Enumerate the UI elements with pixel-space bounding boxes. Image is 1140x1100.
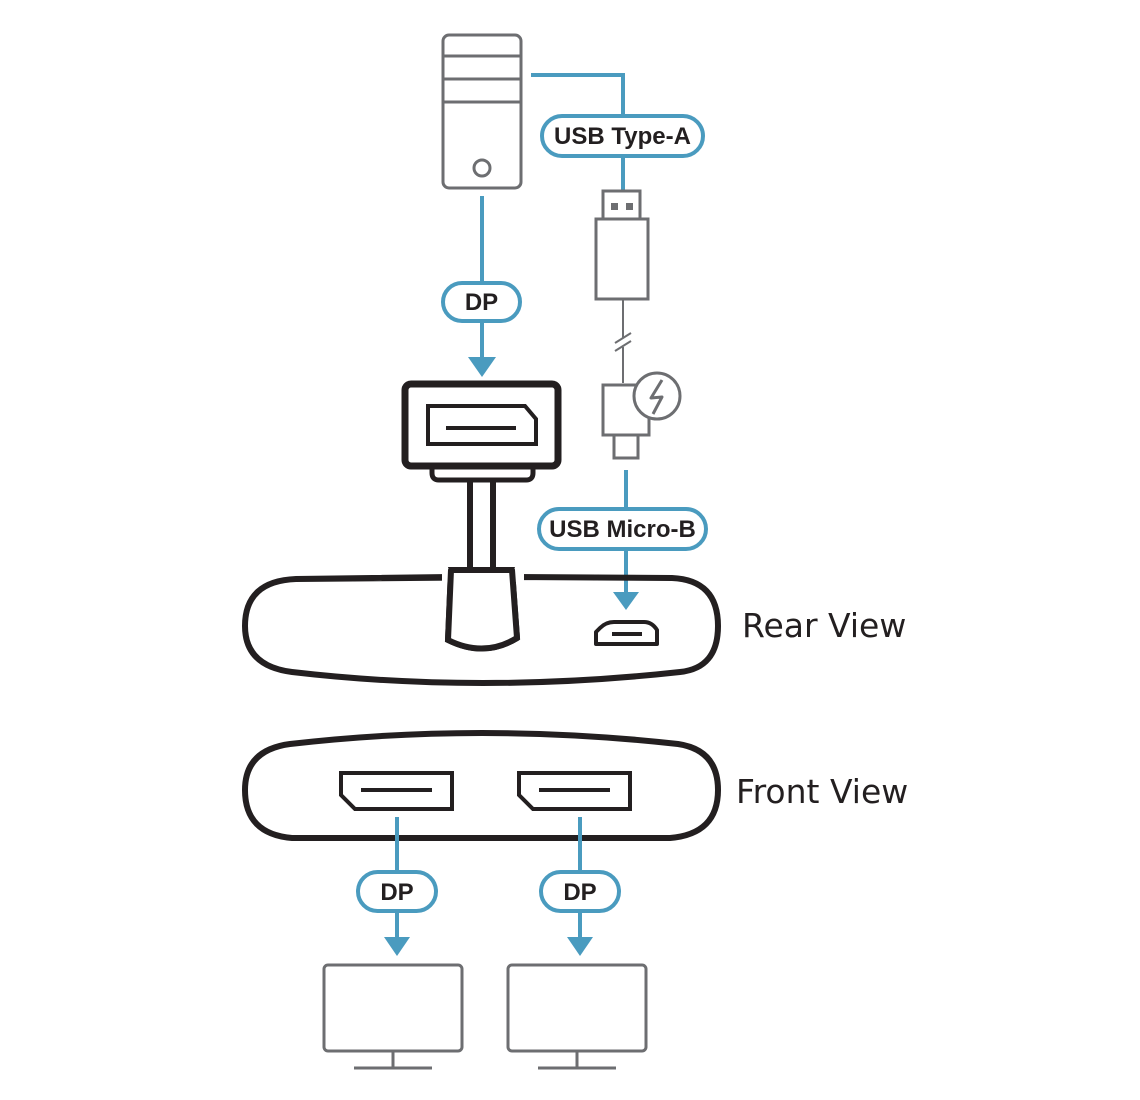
desktop-tower-icon <box>441 33 523 190</box>
dp-out-right-label: DP <box>539 870 621 913</box>
usb-type-a-label: USB Type-A <box>540 114 705 158</box>
dp-source-arrow-icon <box>468 357 496 377</box>
dp-out-right-arrow-icon <box>567 937 593 956</box>
displayport-port-left-icon <box>339 771 454 811</box>
front-view-device-body <box>242 730 721 841</box>
micro-usb-port-icon <box>594 620 659 646</box>
rear-view-device-body <box>242 574 721 686</box>
dp-out-right-text: DP <box>563 879 596 906</box>
cable-break-marks <box>614 299 632 383</box>
power-bolt-icon <box>632 371 682 421</box>
dp-source-label: DP <box>441 281 522 323</box>
usb-type-a-text: USB Type-A <box>554 123 691 150</box>
usb-a-cable-line <box>531 73 625 118</box>
dp-out-left-text: DP <box>380 879 413 906</box>
displayport-port-right-icon <box>517 771 632 811</box>
usb-type-a-plug-icon <box>594 189 650 301</box>
dp-source-text: DP <box>465 289 498 316</box>
rear-view-label: Rear View <box>742 606 906 645</box>
usb-micro-b-text: USB Micro-B <box>549 516 696 543</box>
usb-micro-b-label: USB Micro-B <box>537 507 708 551</box>
dp-out-left-label: DP <box>356 870 438 913</box>
front-view-label: Front View <box>736 772 908 811</box>
usb-micro-b-arrow-icon <box>613 592 639 610</box>
dp-plug-shroud <box>445 567 520 652</box>
monitor-icon-left <box>322 963 464 1070</box>
monitor-icon-right <box>506 963 648 1070</box>
dp-out-left-arrow-icon <box>384 937 410 956</box>
